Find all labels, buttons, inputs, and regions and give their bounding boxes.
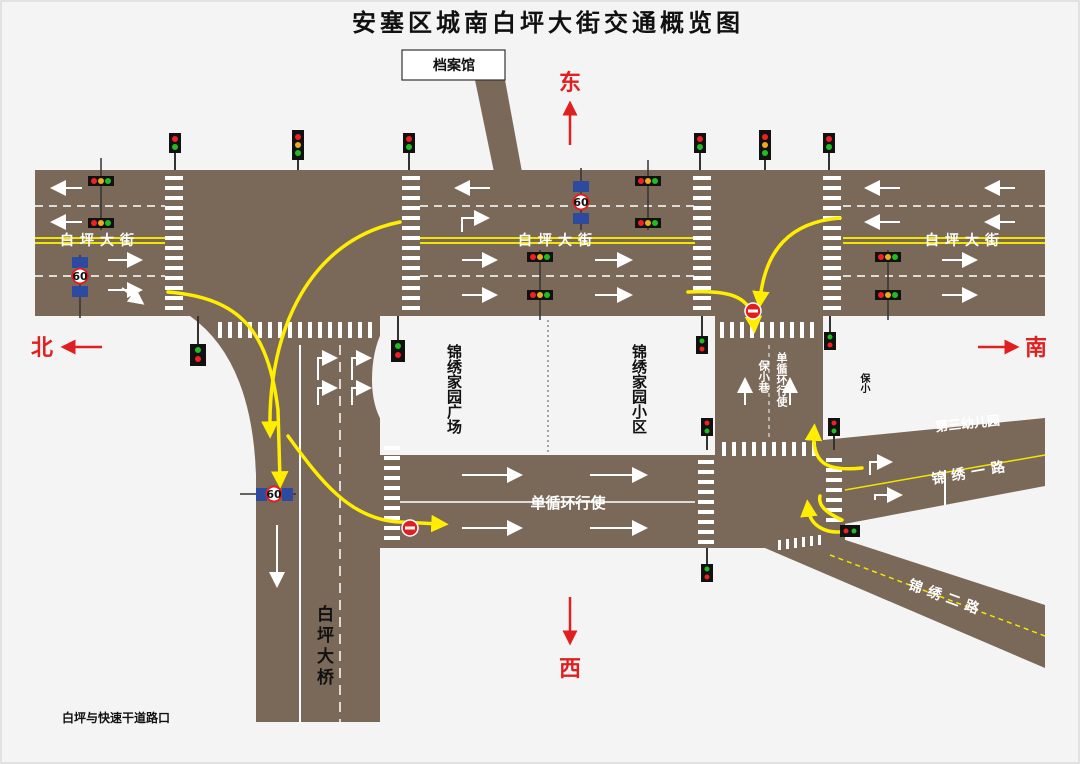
traffic-light-icon [527,250,553,320]
archive-access-road [475,80,522,172]
traffic-light-icon [391,316,405,362]
flow-jinxiu-up [804,423,864,471]
one-way-alley-label: 单循环行使 [775,352,788,407]
traffic-light-icon [828,418,840,450]
traffic-light-icon [840,525,860,537]
traffic-light-icon [169,133,181,170]
traffic-light-icon [696,316,708,354]
jinxiu-road-2 [765,535,1045,668]
bridge-road-left-curve [190,316,300,722]
lane-arrows [50,180,1015,588]
crosswalk-lower-right [698,460,714,544]
traffic-light-icon [292,130,304,170]
traffic-light-icon [635,160,661,230]
no-entry-icon [744,302,762,320]
flow-left-turn-into-bridge [166,290,289,489]
crosswalk-left-v [165,176,183,310]
road-name-bridge: 白坪大桥 [313,605,333,689]
crosswalk-lower-left [384,446,400,540]
crosswalk-bridge-h [218,322,372,338]
traffic-light-icon [694,133,706,170]
traffic-light-icon [701,548,713,582]
flow-south-turn [752,216,842,309]
traffic-light-icon [875,250,901,320]
jinxiu-road-1 [823,418,1045,528]
flow-bridge-to-lower [286,434,449,533]
traffic-light-icon [88,158,114,230]
crosswalks [165,176,842,550]
area-community-label: 锦绣家园小区 [630,344,648,434]
crosswalk-right1-v [693,176,711,310]
no-entry-icon [401,519,419,537]
traffic-light-icon [701,418,713,450]
traffic-light-icon [759,130,771,170]
road-name-baoxiao-alley: 保小巷 [757,360,770,393]
crosswalk-mid-v [402,176,420,310]
traffic-lights [88,130,901,582]
speed-limit-sign-icon [240,485,296,503]
area-plaza-label: 锦绣家园广场 [445,344,463,434]
street-lane-markings [35,205,1045,277]
crosswalk-jinxiu-2 [778,535,821,550]
flow-east-turn-into-bridge [261,220,402,439]
landmark-baoxiao: 保小 [858,373,869,393]
traffic-light-icon [190,316,206,366]
traffic-light-icon [824,316,836,350]
speed-limit-sign-icon [71,255,89,318]
traffic-light-icon [403,133,415,170]
compass-arrows [60,100,1020,646]
speed-limit-sign-icon [572,168,590,230]
traffic-light-icon [823,133,835,170]
crosswalk-jinxiu [826,458,842,522]
archive-box [401,49,506,81]
